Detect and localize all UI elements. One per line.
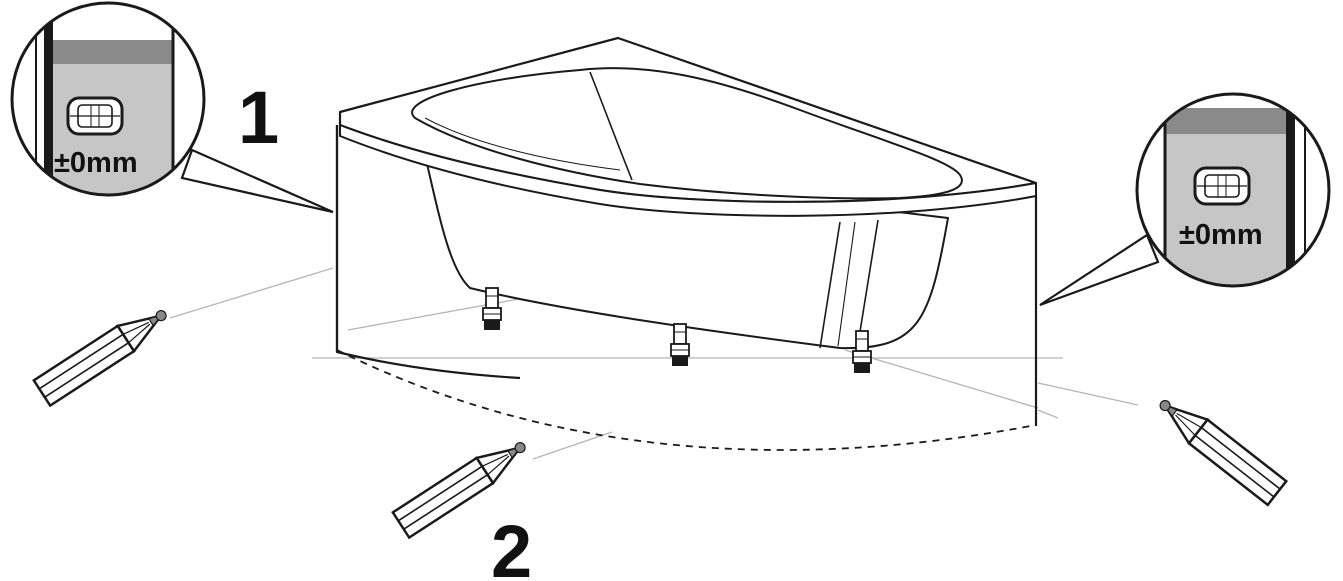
spirit-level-icon <box>1193 166 1251 206</box>
pencil-icon <box>1150 389 1288 507</box>
step-number-2: 2 <box>491 510 532 581</box>
level-reading-right: ±0mm <box>1179 219 1263 251</box>
level-callout-left: ±0mm <box>10 1 334 214</box>
level-reading-left: ±0mm <box>54 147 138 179</box>
bathtub-icon <box>335 36 1038 426</box>
pencil-icon <box>32 299 175 407</box>
spirit-level-icon <box>66 96 124 136</box>
level-callout-right: ±0mm <box>1039 92 1331 307</box>
step-number-1: 1 <box>238 76 279 159</box>
floor-outline-dashed <box>336 349 1037 451</box>
